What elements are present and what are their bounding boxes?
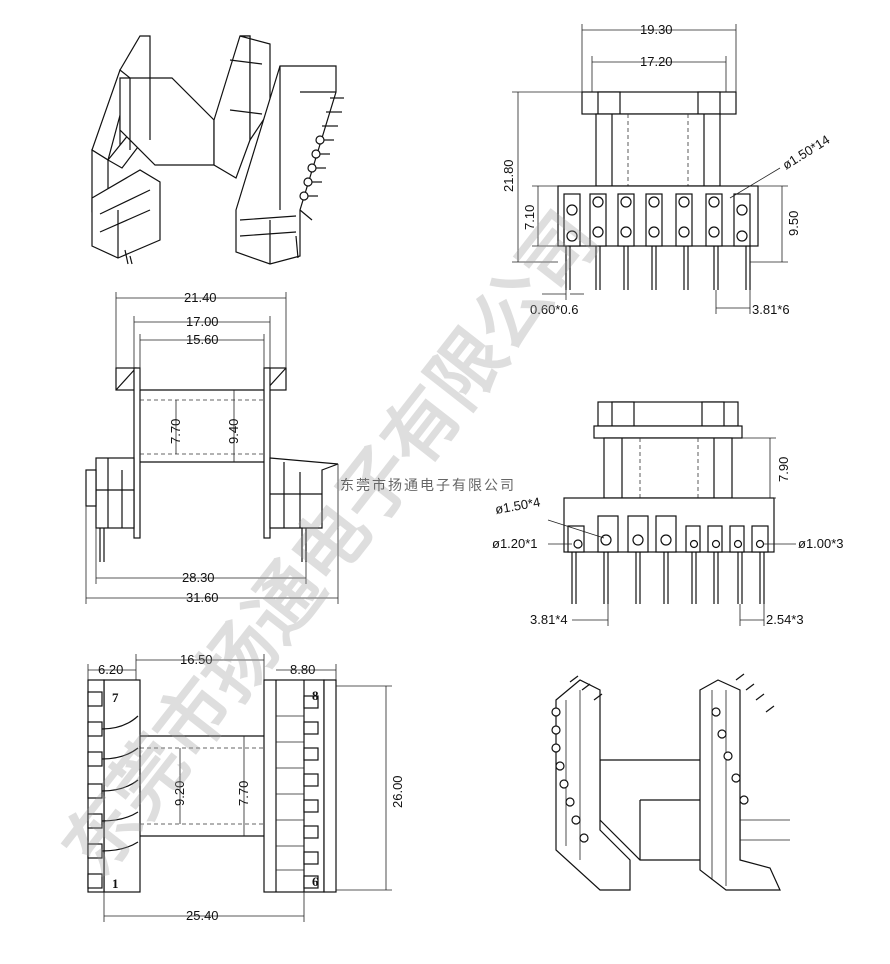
overall-length: 31.60	[186, 590, 219, 605]
window-height: 9.40	[226, 419, 241, 444]
pitch-a: 3.81*4	[530, 612, 568, 627]
iso-view-bottom	[551, 673, 790, 891]
width-outer: 21.40	[184, 290, 217, 305]
front-elevation-view: 19.30 17.20 21.80 7.10 9.50 ø1.50*14 0.6…	[501, 22, 832, 317]
top-section-view: 21.40 17.00 15.60 7.70 9.40 28.30 31.60	[85, 290, 339, 605]
hole-note: ø1.50*14	[780, 132, 833, 173]
left-offset: 6.20	[98, 662, 123, 677]
core-span: 16.50	[180, 652, 213, 667]
pin-label-1: 1	[112, 876, 119, 891]
side-elevation-view: 7.90 ø1.50*4 ø1.20*1 ø1.00*3 3.81*4 2.54…	[492, 401, 844, 627]
pitch-b: 2.54*3	[766, 612, 804, 627]
iso-view-top	[91, 35, 344, 265]
pin-row-span: 25.40	[186, 908, 219, 923]
pin-size: 0.60*0.6	[530, 302, 578, 317]
pin-width: 28.30	[182, 570, 215, 585]
plan-height: 26.00	[390, 775, 405, 808]
watermark-small: 东莞市扬通电子有限公司	[340, 477, 516, 494]
pin-label-8: 8	[312, 688, 319, 703]
hole-a: ø1.50*4	[494, 494, 541, 517]
base-height: 7.10	[522, 205, 537, 230]
pin-span: 9.50	[786, 211, 801, 236]
core-a: 9.20	[172, 781, 187, 806]
bottom-plan-view: 6.20 16.50 8.80 9.20 7.70 26.00 25.40 7 …	[87, 652, 405, 923]
inner-width: 17.20	[640, 54, 673, 69]
width-mid: 17.00	[186, 314, 219, 329]
pin-label-7: 7	[112, 690, 119, 705]
core-width: 7.70	[168, 419, 183, 444]
width-inner: 15.60	[186, 332, 219, 347]
core-b: 7.70	[236, 781, 251, 806]
pin-pitch: 3.81*6	[752, 302, 790, 317]
hole-b: ø1.20*1	[492, 536, 538, 551]
side-height: 7.90	[776, 457, 791, 482]
total-height: 21.80	[501, 159, 516, 192]
pin-label-6: 6	[312, 874, 319, 889]
hole-c: ø1.00*3	[798, 536, 844, 551]
overall-width: 19.30	[640, 22, 673, 37]
right-offset: 8.80	[290, 662, 315, 677]
